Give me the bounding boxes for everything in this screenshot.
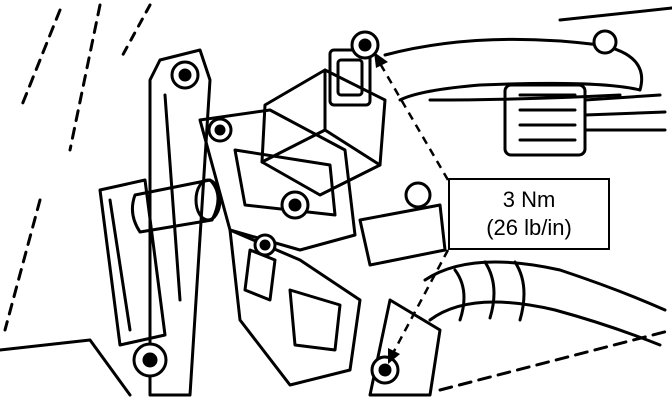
lower-bracket-slot-2 <box>288 288 342 352</box>
torque-metric-label: 3 Nm <box>502 187 556 212</box>
left-bracket-arm <box>98 178 167 347</box>
lower-bracket-slot <box>243 248 277 302</box>
top-right-line <box>558 6 672 22</box>
lower-bracket <box>228 228 362 387</box>
left-dashed-line-1 <box>18 8 62 112</box>
left-dashed-line-3 <box>3 198 42 332</box>
central-bracket-slot <box>233 148 337 217</box>
bottom-plate <box>0 338 132 397</box>
fastener-bracket-left-icon <box>207 117 233 143</box>
left-panel <box>148 48 212 397</box>
fastener-bottom-left-icon <box>132 342 168 378</box>
lower-hose-rings <box>453 260 526 322</box>
arrowhead-bottom-icon <box>388 348 400 364</box>
connector-plug-inner <box>336 58 364 97</box>
connector-face-2 <box>260 128 327 164</box>
upper-hose <box>383 37 643 102</box>
upper-hose-2 <box>428 93 622 102</box>
harness-connector-lines <box>518 93 577 142</box>
left-panel-inner <box>163 93 182 302</box>
harness-wires <box>583 93 667 132</box>
top-dashed-line <box>118 3 152 62</box>
lower-hose <box>423 260 667 312</box>
right-bracket-hole <box>404 181 432 209</box>
connector-plug <box>328 48 372 107</box>
fastener-top-left-icon <box>170 60 200 90</box>
fastener-top-right-icon <box>592 29 618 55</box>
bottom-line <box>438 328 672 392</box>
right-bracket <box>358 203 447 267</box>
fastener-center-icon <box>280 190 310 220</box>
arrow-to-top-fastener <box>376 59 450 181</box>
fastener-bottom-icon <box>370 355 400 385</box>
fastener-lower-icon <box>253 233 277 257</box>
harness-connector <box>503 83 587 157</box>
fastener-top-connector-icon <box>350 30 380 60</box>
left-dashed-line-2 <box>68 3 102 152</box>
left-bracket-inner <box>108 198 132 332</box>
torque-callout: 3 Nm (26 lb/in) <box>448 178 610 250</box>
lower-hose-2 <box>428 300 662 347</box>
arrow-to-bottom-fastener <box>390 249 450 356</box>
arrowhead-top-icon <box>374 52 388 68</box>
sensor-cylinder-end <box>194 178 222 222</box>
torque-imperial-label: (26 lb/in) <box>486 215 572 240</box>
